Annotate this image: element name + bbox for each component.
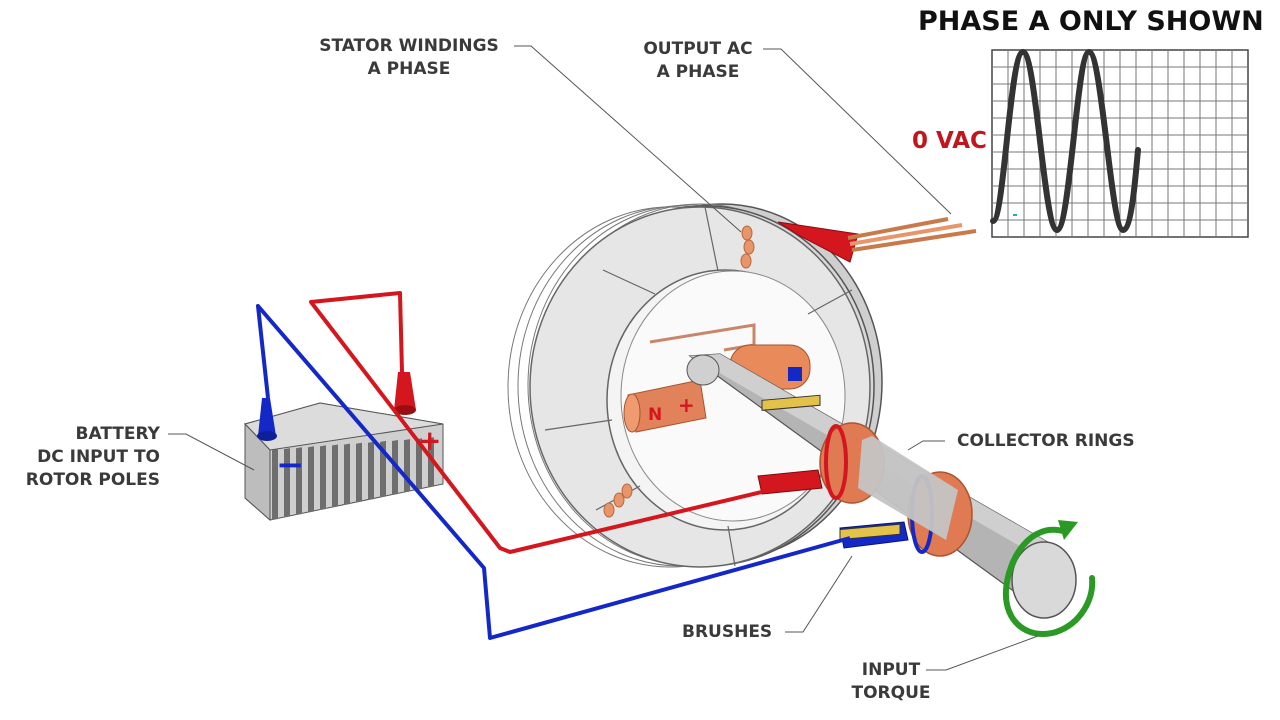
battery-cell-stripe <box>368 441 374 500</box>
brushes <box>757 394 909 549</box>
leader-lines <box>168 45 1039 671</box>
battery-cell-stripe <box>296 447 302 515</box>
battery: + − <box>244 372 444 522</box>
battery-label-line2: DC INPUT TO <box>37 447 160 467</box>
battery-plus-sign: + <box>418 424 441 457</box>
voltage-readout: 0 VAC <box>912 128 987 154</box>
battery-cell-stripe <box>320 445 326 510</box>
pole-plus-label: + <box>678 393 695 417</box>
stator-label-line1: STATOR WINDINGS <box>319 36 499 56</box>
input-torque-arrow <box>1002 520 1096 637</box>
stator-winding-coils <box>603 225 755 518</box>
stator-label-line2: A PHASE <box>367 59 451 79</box>
torque-label-line1: INPUT <box>861 660 921 680</box>
battery-cell-stripe <box>272 449 278 520</box>
collector-rings-label: COLLECTOR RINGS <box>957 431 1135 451</box>
output-label-line1: OUTPUT AC <box>643 39 753 59</box>
rotor-lead-wire <box>649 323 756 352</box>
battery-cell-stripe <box>428 437 434 488</box>
brushes-label: BRUSHES <box>682 622 773 642</box>
negative-wire <box>256 304 851 640</box>
output-label-line2: A PHASE <box>656 62 740 82</box>
stator-windings-label: STATOR WINDINGS A PHASE <box>310 35 508 81</box>
diagram-title: PHASE A ONLY SHOWN <box>918 6 1264 37</box>
battery-cell-stripe <box>284 448 290 518</box>
pole-n-label: N <box>648 405 662 425</box>
battery-cell-stripe <box>404 439 410 493</box>
battery-label-line1: BATTERY <box>75 424 160 444</box>
battery-cell-stripe <box>308 446 314 513</box>
sine-waveform <box>990 48 1141 234</box>
torque-label-line2: TORQUE <box>851 683 931 703</box>
oscilloscope-graph <box>990 48 1249 238</box>
battery-minus-sign: − <box>276 445 305 485</box>
battery-cell-stripe <box>332 444 338 508</box>
output-ac-label: OUTPUT AC A PHASE <box>638 38 758 84</box>
battery-cell-stripe <box>356 442 362 503</box>
positive-wire <box>309 291 771 554</box>
battery-cell-stripe <box>344 443 350 505</box>
battery-label: BATTERY DC INPUT TO ROTOR POLES <box>20 423 160 492</box>
input-torque-label: INPUT TORQUE <box>835 659 947 705</box>
collector-rings <box>819 422 973 557</box>
output-terminal <box>777 217 977 263</box>
battery-label-line3: ROTOR POLES <box>25 470 160 490</box>
battery-cell-stripe <box>416 438 422 490</box>
